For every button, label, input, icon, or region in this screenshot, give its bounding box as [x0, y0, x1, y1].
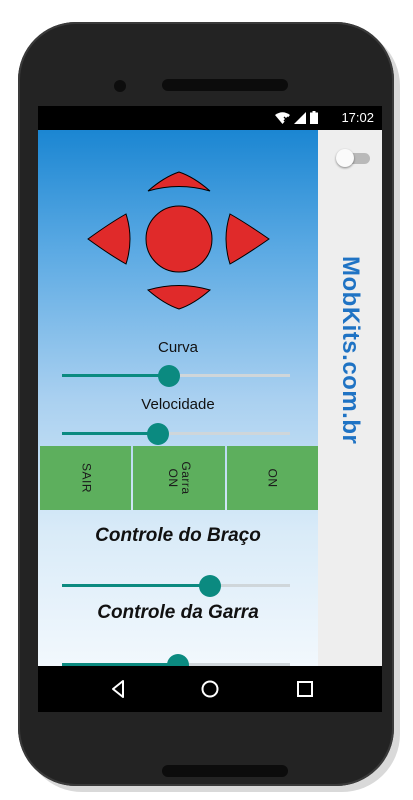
forward-arrow-button[interactable] [147, 171, 211, 192]
garra-slider-thumb[interactable] [167, 654, 190, 666]
braco-slider-fill [62, 584, 211, 587]
garra-on-button[interactable]: Garra ON [133, 446, 225, 510]
mode-button-row: SAIR Garra ON ON [40, 446, 318, 510]
controle-garra-title: Controle da Garra [97, 602, 259, 623]
direction-pad [87, 171, 270, 310]
backward-arrow-button[interactable] [146, 285, 212, 310]
braco-slider-thumb[interactable] [199, 575, 222, 597]
curva-slider-thumb[interactable] [158, 365, 181, 387]
status-bar: 17:02 [38, 106, 382, 130]
center-stop-button[interactable] [145, 205, 213, 273]
front-camera [114, 80, 126, 92]
earpiece-speaker [162, 79, 288, 91]
left-arrow-button[interactable] [87, 213, 131, 265]
back-icon[interactable] [106, 677, 130, 701]
sair-button[interactable]: SAIR [40, 446, 132, 510]
bottom-speaker [162, 765, 288, 777]
status-time: 17:02 [341, 110, 374, 125]
velocidade-slider-thumb[interactable] [146, 423, 169, 445]
curva-slider[interactable] [62, 363, 290, 389]
controle-braco-title: Controle do Braço [95, 525, 261, 546]
recents-icon[interactable] [293, 677, 317, 701]
brand-text: MobKits.com.br [337, 255, 364, 445]
toggle-thumb [336, 149, 354, 167]
battery-icon [310, 111, 318, 124]
on-button[interactable]: ON [226, 446, 318, 510]
home-icon[interactable] [198, 677, 222, 701]
wifi-icon [275, 111, 290, 124]
garra-slider[interactable] [62, 652, 290, 666]
app-content: Curva Velocidade SAIR Garra ON ON Contro… [38, 130, 318, 666]
garra-slider-fill [62, 663, 179, 666]
velocidade-slider[interactable] [62, 421, 290, 447]
velocidade-slider-fill [62, 432, 158, 435]
navigation-bar [38, 666, 382, 712]
velocidade-label: Velocidade [141, 396, 215, 413]
side-panel: MobKits.com.br [318, 130, 382, 666]
connection-toggle[interactable] [336, 149, 370, 167]
braco-slider[interactable] [62, 573, 290, 599]
phone-screen: 17:02 Curva Velocidade SAIR Garra ON ON … [38, 106, 382, 712]
curva-label: Curva [157, 339, 198, 356]
curva-slider-fill [62, 374, 170, 377]
right-arrow-button[interactable] [225, 213, 270, 265]
signal-icon [294, 111, 306, 124]
